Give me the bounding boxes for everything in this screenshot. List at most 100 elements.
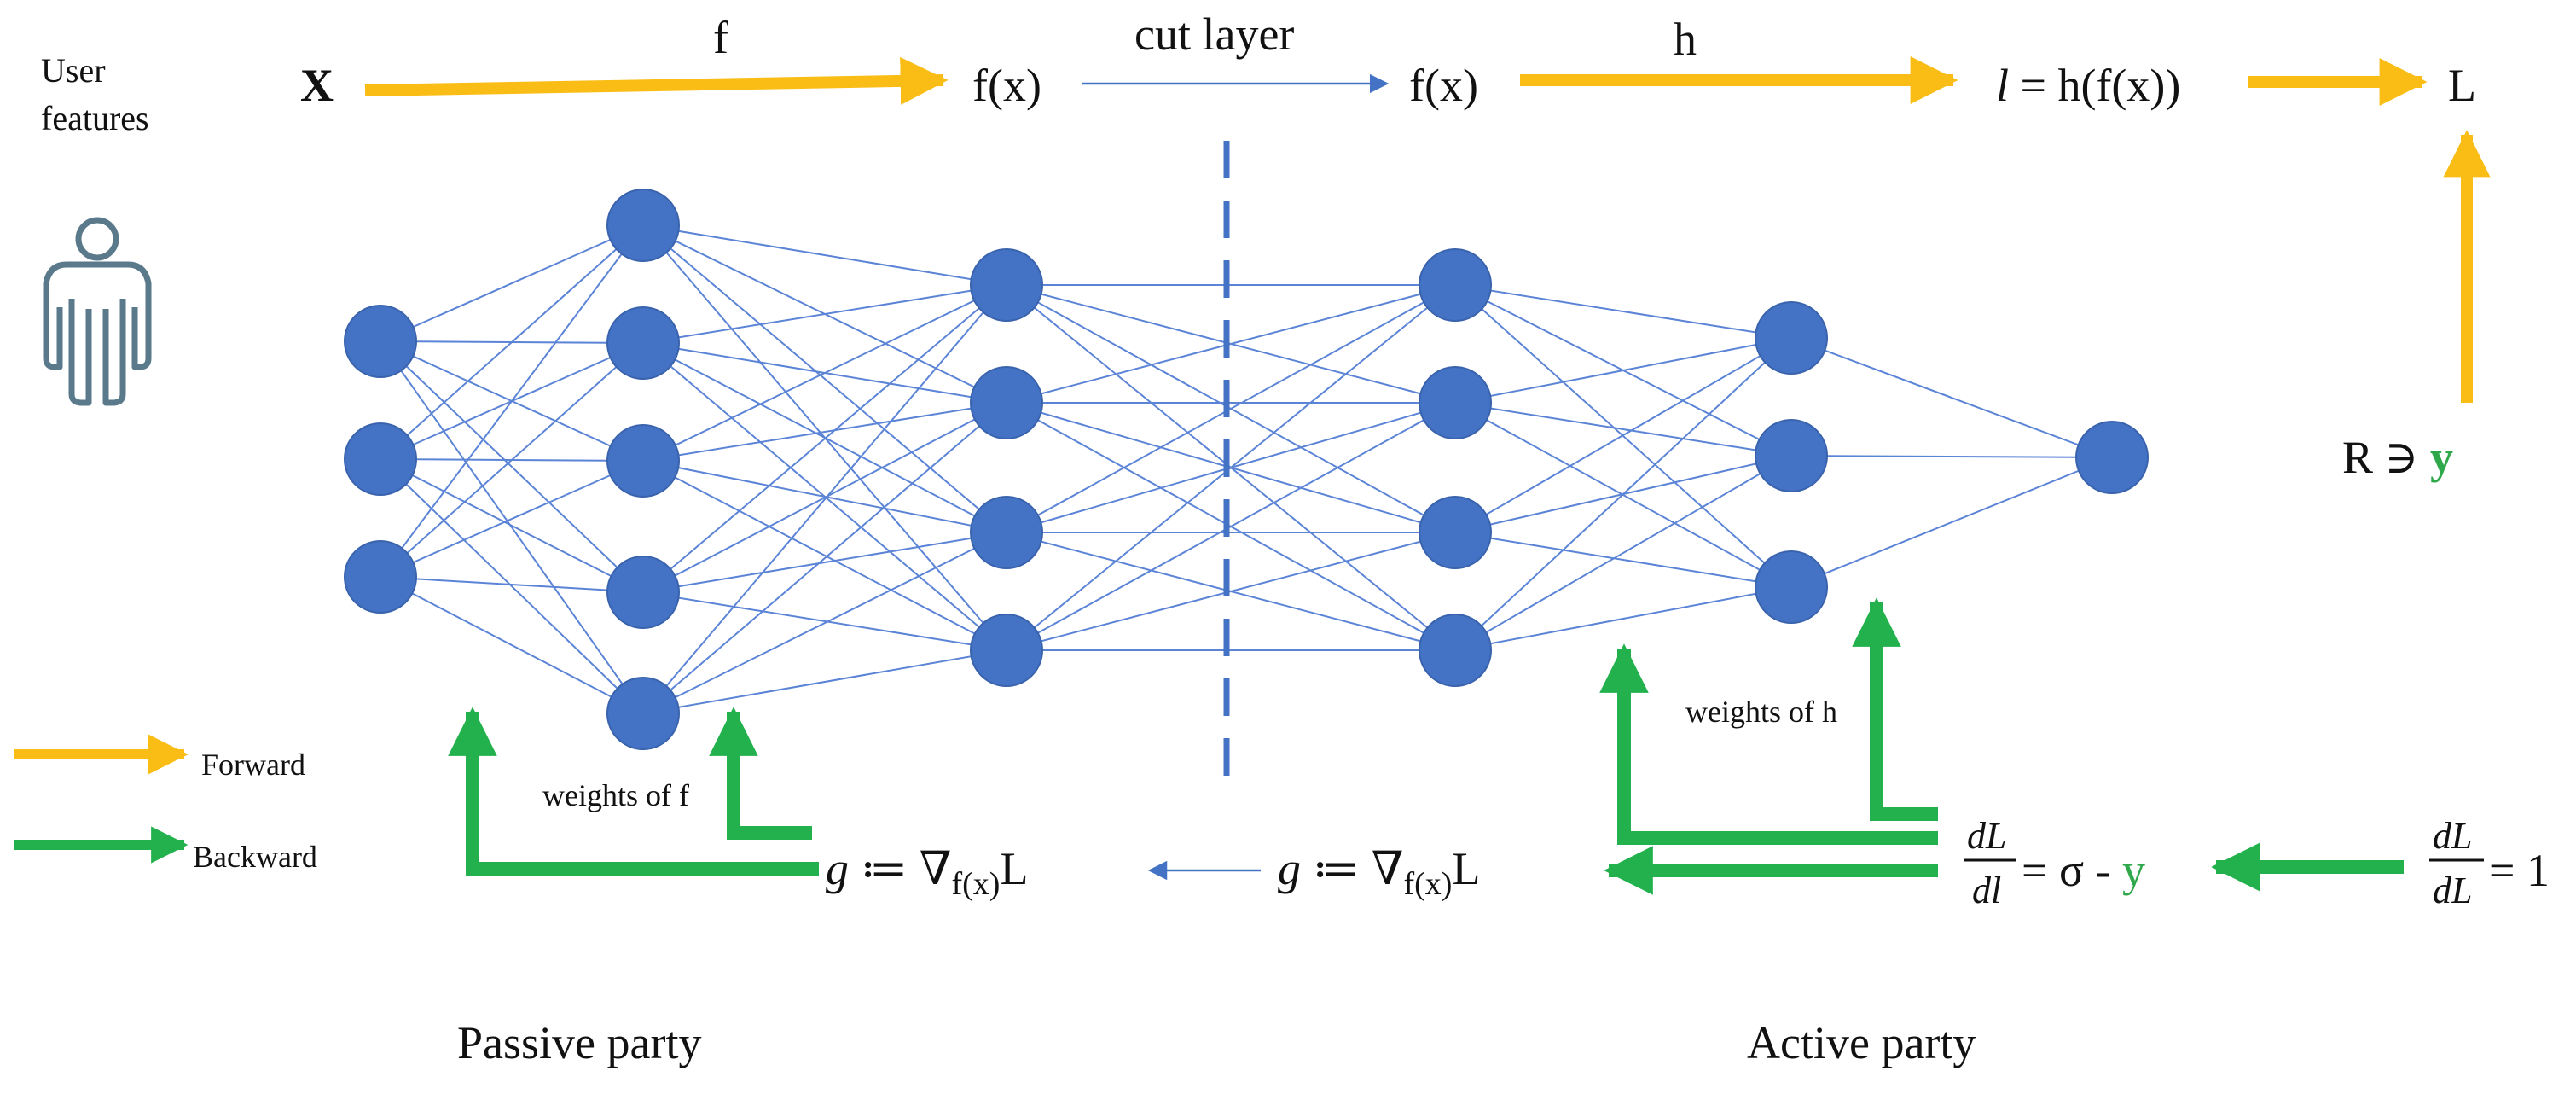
network-link [642,402,1007,462]
dldl-y: y [2122,845,2145,896]
network-link [380,460,644,578]
network-link [642,591,1007,651]
network-link [1454,402,1792,457]
neuron-node [1419,496,1492,569]
network-link [1006,284,1456,533]
neuron-node [606,189,680,262]
network-link [642,649,1007,714]
fx-left: f(x) [972,60,1041,111]
user-label-line1: User [41,51,106,90]
network-link [1454,455,1792,651]
network-nodes [344,189,2149,750]
label-set-prefix: R ∋ [2342,432,2430,483]
network-link [380,458,644,714]
dldl-denominator: dl [1972,870,2001,911]
neuron-node [606,424,680,498]
network-link [1454,337,1792,404]
neuron-node [344,540,417,614]
network-link [642,402,1007,714]
neuron-node [344,305,417,378]
fx-right: f(x) [1409,60,1478,111]
person-icon [43,217,152,406]
gradient-left-tail: L [1000,843,1028,894]
neuron-node [2075,421,2149,494]
backward-arrow-f-inner [709,707,812,840]
network-link [1790,457,2113,588]
dLdL-numerator: dL [2433,815,2472,857]
user-label-line2: features [41,99,149,137]
gradient-left-assign: ≔ ∇ [849,843,952,894]
gradient-right-tail: L [1452,843,1480,894]
network-link [380,224,644,342]
forward-arrow-f [364,56,949,105]
dldl-numerator: dL [1967,815,2006,857]
network-link [642,460,1007,651]
active-party-label: Active party [1747,1017,1976,1068]
network-link [642,284,1007,462]
weights-of-f-label: weights of f [542,778,689,812]
backward-arrow-f-outer [448,707,819,876]
gradient-right-assign: ≔ ∇ [1301,843,1404,894]
weights-of-h-label: weights of h [1685,695,1837,729]
gradient-left: g ≔ ∇f(x)L [826,843,1028,902]
neuron-node [606,556,680,629]
network-link [1006,284,1456,651]
network-link [642,224,1007,286]
network-link [642,532,1007,714]
gradient-left-sub: f(x) [952,866,1001,902]
network-link [1454,586,1792,651]
label-y: y [2430,432,2453,483]
dLdL-equation: = 1 [2489,845,2550,896]
neuron-node [1755,301,1828,375]
neuron-node [970,366,1043,439]
network-link [1454,284,1792,339]
network-links [380,224,2113,714]
neuron-node [970,496,1043,569]
gradient-right-sub: f(x) [1404,866,1453,902]
network-link [380,224,644,460]
network-link [1454,337,1792,533]
network-link [642,224,1007,533]
l-symbol: l [1996,60,2009,111]
l-equation: l = h(f(x)) [1996,60,2180,111]
h-label: h [1674,14,1697,65]
network-link [642,532,1007,593]
network-link [380,224,644,578]
loss-l: L [2448,60,2476,111]
neuron-node [1755,550,1828,624]
dLdL-denominator: dL [2433,870,2472,911]
gradient-right-g: g [1278,843,1301,894]
network-link [1006,532,1456,651]
network-link [642,284,1007,714]
network-link [642,284,1007,593]
network-link [1006,284,1456,404]
network-link [380,340,644,714]
network-link [380,340,644,593]
backward-arrow-h-outer [1599,643,1938,845]
neuron-node [1755,419,1828,492]
network-link [642,284,1007,344]
neuron-node [1419,366,1492,439]
network-link [380,576,644,714]
l-definition: = h(f(x)) [2009,60,2180,111]
network-link [1790,337,2113,458]
backward-arrow-h-inner [1852,597,1938,821]
passive-party-label: Passive party [457,1017,701,1068]
network-link [380,458,644,593]
dldl-equals: = σ - [2022,845,2122,896]
gradient-right: g ≔ ∇f(x)L [1278,843,1480,902]
neuron-node [1419,614,1492,687]
f-label: f [713,12,728,63]
network-link [1790,455,2113,458]
cut-layer-label: cut layer [1134,9,1294,60]
network-link [1454,532,1792,588]
neuron-node [970,248,1043,322]
neuron-node [344,422,417,496]
network-link [1006,402,1456,651]
network-link [380,576,644,593]
neuron-node [606,677,680,750]
neuron-node [606,306,680,380]
neuron-node [1419,248,1492,322]
input-x: X [300,60,334,111]
